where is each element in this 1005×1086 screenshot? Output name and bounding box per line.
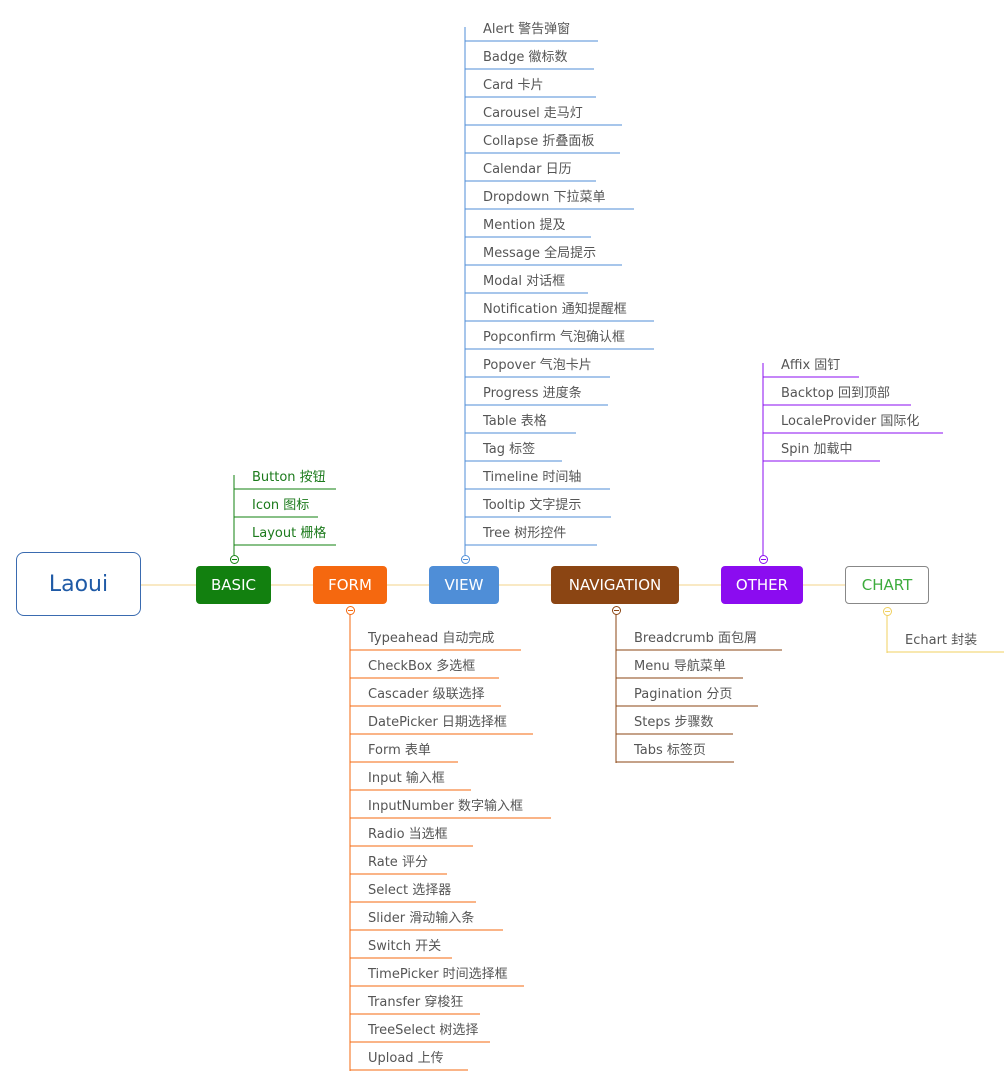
branch-other-label: OTHER	[735, 576, 789, 594]
leaf-view-item[interactable]: Modal 对话框	[483, 274, 566, 289]
leaf-form-item[interactable]: InputNumber 数字输入框	[368, 799, 524, 814]
leaf-form-item[interactable]: Select 选择器	[368, 883, 452, 898]
leaf-view-item[interactable]: Table 表格	[483, 414, 547, 429]
leaf-basic-item[interactable]: Layout 栅格	[252, 526, 327, 541]
leaf-form-item[interactable]: TreeSelect 树选择	[368, 1023, 479, 1038]
leaf-other-item[interactable]: Spin 加载中	[781, 442, 853, 457]
leaf-navigation-item[interactable]: Tabs 标签页	[634, 743, 706, 758]
leaf-navigation-item[interactable]: Menu 导航菜单	[634, 659, 726, 674]
leaf-form-item[interactable]: Form 表单	[368, 743, 431, 758]
leaf-view-item[interactable]: Popover 气泡卡片	[483, 358, 592, 373]
root-label: Laoui	[48, 571, 109, 597]
leaf-form-item[interactable]: Switch 开关	[368, 939, 442, 954]
branch-other[interactable]: OTHER	[721, 566, 803, 604]
leaf-form-item[interactable]: Upload 上传	[368, 1051, 444, 1066]
leaf-view-item[interactable]: Tree 树形控件	[483, 526, 567, 541]
branch-form-label: FORM	[328, 576, 372, 594]
collapse-toggle-icon[interactable]	[345, 605, 355, 615]
branch-basic-label: BASIC	[211, 576, 256, 594]
leaf-form-item[interactable]: Transfer 穿梭狂	[368, 995, 464, 1010]
leaf-form-item[interactable]: Slider 滑动输入条	[368, 911, 475, 926]
leaf-form-item[interactable]: CheckBox 多选框	[368, 659, 476, 674]
branch-form[interactable]: FORM	[313, 566, 387, 604]
leaf-view-item[interactable]: Timeline 时间轴	[483, 470, 582, 485]
leaf-view-item[interactable]: Mention 提及	[483, 218, 566, 233]
root-node[interactable]: Laoui	[16, 552, 141, 616]
branch-view-label: VIEW	[444, 576, 484, 594]
branch-chart-label: CHART	[861, 576, 913, 594]
leaf-form-item[interactable]: Input 输入框	[368, 771, 445, 786]
leaf-other-item[interactable]: Affix 固钉	[781, 358, 841, 373]
collapse-toggle-icon[interactable]	[758, 554, 768, 564]
leaf-navigation-item[interactable]: Breadcrumb 面包屑	[634, 631, 757, 646]
leaf-form-item[interactable]: DatePicker 日期选择框	[368, 715, 507, 730]
leaf-view-item[interactable]: Badge 徽标数	[483, 50, 568, 65]
leaf-view-item[interactable]: Tooltip 文字提示	[483, 498, 582, 513]
leaf-view-item[interactable]: Collapse 折叠面板	[483, 134, 595, 149]
collapse-toggle-icon[interactable]	[882, 606, 892, 616]
leaf-view-item[interactable]: Card 卡片	[483, 78, 544, 93]
leaf-form-item[interactable]: Radio 当选框	[368, 827, 448, 842]
branch-chart[interactable]: CHART	[845, 566, 929, 604]
leaf-view-item[interactable]: Popconfirm 气泡确认框	[483, 330, 626, 345]
leaf-navigation-item[interactable]: Steps 步骤数	[634, 715, 714, 730]
leaf-form-item[interactable]: TimePicker 时间选择框	[368, 967, 508, 982]
leaf-other-item[interactable]: Backtop 回到顶部	[781, 386, 890, 401]
branch-navigation-label: NAVIGATION	[568, 576, 662, 594]
leaf-navigation-item[interactable]: Pagination 分页	[634, 687, 733, 702]
collapse-toggle-icon[interactable]	[229, 554, 239, 564]
leaf-view-item[interactable]: Progress 进度条	[483, 386, 582, 401]
leaf-view-item[interactable]: Carousel 走马灯	[483, 106, 583, 121]
leaf-view-item[interactable]: Message 全局提示	[483, 246, 597, 261]
leaf-view-item[interactable]: Alert 警告弹窗	[483, 22, 571, 37]
collapse-toggle-icon[interactable]	[460, 554, 470, 564]
branch-view[interactable]: VIEW	[429, 566, 499, 604]
branch-navigation[interactable]: NAVIGATION	[551, 566, 679, 604]
leaf-form-item[interactable]: Cascader 级联选择	[368, 687, 485, 702]
leaf-view-item[interactable]: Tag 标签	[483, 442, 536, 457]
leaf-form-item[interactable]: Typeahead 自动完成	[368, 631, 495, 646]
leaf-view-item[interactable]: Calendar 日历	[483, 162, 572, 177]
leaf-basic-item[interactable]: Button 按钮	[252, 470, 326, 485]
leaf-basic-item[interactable]: Icon 图标	[252, 498, 310, 513]
leaf-chart-item[interactable]: Echart 封装	[905, 633, 978, 648]
leaf-view-item[interactable]: Dropdown 下拉菜单	[483, 190, 606, 205]
leaf-form-item[interactable]: Rate 评分	[368, 855, 428, 870]
leaf-view-item[interactable]: Notification 通知提醒框	[483, 302, 627, 317]
collapse-toggle-icon[interactable]	[611, 605, 621, 615]
leaf-other-item[interactable]: LocaleProvider 国际化	[781, 414, 920, 429]
branch-basic[interactable]: BASIC	[196, 566, 271, 604]
